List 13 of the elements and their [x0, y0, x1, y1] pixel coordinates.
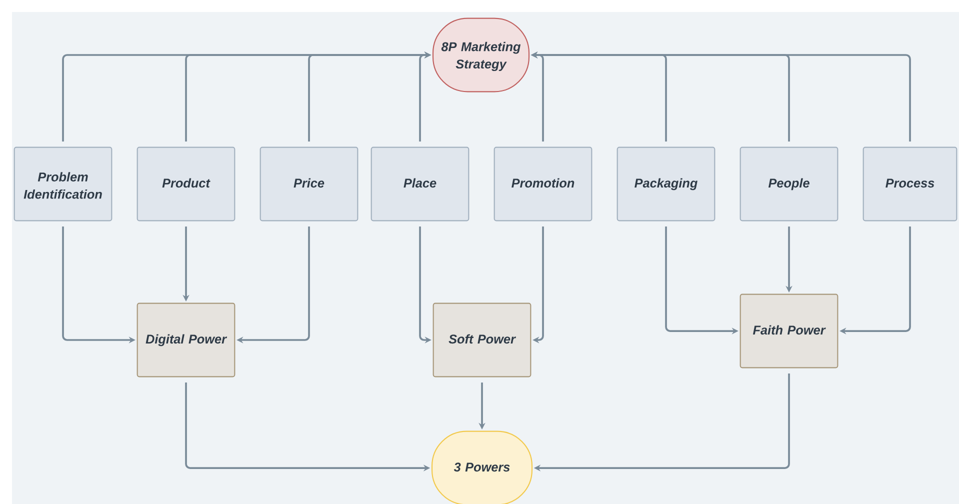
factor-box: Product: [136, 146, 236, 222]
goal-node: 8P Marketing Strategy: [432, 18, 530, 92]
factor-box: Problem Identification: [14, 146, 112, 222]
factor-box: Place: [370, 146, 470, 222]
factor-box: Price: [260, 146, 358, 222]
factor-box: People: [740, 146, 838, 222]
power-box: Faith Power: [740, 294, 838, 368]
power-box: Digital Power: [136, 302, 236, 378]
factor-box: Promotion: [494, 146, 592, 222]
factor-box: Packaging: [616, 146, 716, 222]
power-box: Soft Power: [432, 302, 532, 378]
factor-box: Process: [862, 146, 958, 222]
result-node: 3 Powers: [431, 430, 533, 504]
